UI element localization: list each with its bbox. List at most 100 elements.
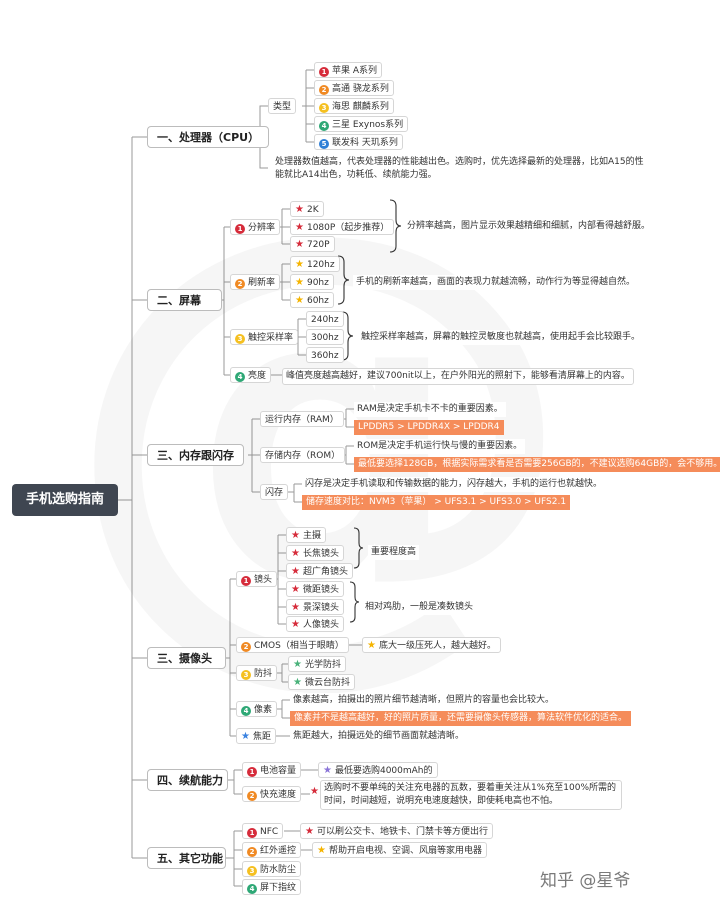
stab-optical[interactable]: ★光学防抖 [288,656,346,672]
touch-360hz[interactable]: 360hz [306,347,344,363]
star-icon: ★ [367,640,376,651]
cmos-note: ★底大一级压死人，越大越好。 [362,637,501,653]
category-camera[interactable]: 三、摄像头 [147,647,226,669]
refresh-120hz[interactable]: ★120hz [290,256,340,272]
number-1-icon: 1 [319,67,329,77]
ram-highlight: LPDDR5 > LPDDR4X > LPDDR4 [354,420,504,435]
number-2-icon: 2 [235,279,245,289]
touch-note: 触控采样率越高，屏幕的触控灵敏度也就越高，使用起手会比较跟手。 [358,330,644,345]
star-icon: ★ [323,765,332,776]
number-2-icon: 2 [319,85,329,95]
star-icon: ★ [295,204,304,215]
number-4-icon: 4 [241,706,251,716]
focal-note: 焦距越大，拍摄远处的细节画面就越清晰。 [290,729,468,744]
star-icon: ★ [295,259,304,270]
rom-highlight: 最低要选择128GB，根据实际需求看是否需要256GB的，不建议选购64GB的，… [354,457,720,472]
category-memory[interactable]: 三、内存跟闪存 [147,444,244,466]
star-icon: ★ [291,548,300,559]
number-2-icon: 2 [241,642,251,652]
star-icon: ★ [291,566,300,577]
touch-240hz[interactable]: 240hz [306,311,344,327]
refresh-note: 手机的刷新率越高，画面的表现力就越流畅，动作行为等显得越自然。 [353,275,639,290]
pixel-highlight: 像素并不是越高越好，好的照片质量，还需要摄像头传感器，算法软件优化的适合。 [290,711,632,726]
number-1-icon: 1 [235,224,245,234]
number-3-icon: 3 [319,103,329,113]
ram-note: RAM是决定手机卡不卡的重要因素。 [354,402,506,417]
charging-note: 选购时不要单纯的关注充电器的瓦数，要着重关注从1%充至100%所需的时间，时间越… [320,780,622,810]
number-2-icon: 2 [247,847,257,857]
lens-ultrawide[interactable]: ★超广角镜头 [286,563,353,579]
category-other[interactable]: 五、其它功能 [147,847,226,869]
number-3-icon: 3 [247,866,257,876]
memory-rom-node[interactable]: 存储内存（ROM） [260,447,346,463]
resolution-note: 分辨率越高，图片显示效果越精细和细腻，内部看得越舒服。 [404,219,654,234]
number-4-icon: 4 [235,372,245,382]
number-4-icon: 4 [247,884,257,894]
lens-main-note: 重要程度高 [368,545,420,560]
category-cpu[interactable]: 一、处理器（CPU） [147,126,270,148]
lens-macro[interactable]: ★微距镜头 [286,581,344,597]
cpu-note: 处理器数值越高，代表处理器的性能越出色。选购时，优先选择最新的处理器，比如A15… [272,155,650,183]
number-1-icon: 1 [247,767,257,777]
cpu-type-node[interactable]: 类型 [268,98,297,114]
ir-note: ★帮助开启电视、空调、风扇等家用电器 [312,842,487,858]
star-icon: ★ [291,584,300,595]
lens-aux-note: 相对鸡肋，一般是凑数镜头 [362,600,477,615]
stab-gimbal[interactable]: ★微云台防抖 [288,674,355,690]
star-icon: ★ [295,222,304,233]
resolution-720p[interactable]: ★720P [290,236,335,252]
number-2-icon: 2 [247,791,257,801]
star-icon: ★ [241,731,250,742]
root-node[interactable]: 手机选购指南 [12,484,118,516]
resolution-1080p[interactable]: ★1080P（起步推荐） [290,219,395,235]
star-icon: ★ [305,826,314,837]
refresh-60hz[interactable]: ★60hz [290,292,334,308]
star-icon: ★ [291,530,300,541]
number-3-icon: 3 [235,334,245,344]
star-icon: ★ [295,295,304,306]
star-icon: ★ [293,659,302,670]
category-screen[interactable]: 二、屏幕 [147,289,222,311]
resolution-2k[interactable]: ★2K [290,201,324,217]
number-1-icon: 1 [241,576,251,586]
touch-300hz[interactable]: 300hz [306,329,344,345]
lens-telephoto[interactable]: ★长焦镜头 [286,545,344,561]
pixel-note: 像素越高，拍摄出的照片细节越清晰，但照片的容量也会比较大。 [290,693,558,708]
refresh-90hz[interactable]: ★90hz [290,274,334,290]
star-icon: ★ [291,602,300,613]
lens-main[interactable]: ★主摄 [286,527,326,543]
star-icon: ★ [295,277,304,288]
flash-note: 闪存是决定手机读取和传输数据的能力，闪存越大，手机的运行也就越快。 [302,477,606,492]
number-3-icon: 3 [241,670,251,680]
star-icon: ★ [317,845,326,856]
lens-portrait[interactable]: ★人像镜头 [286,616,344,632]
star-icon: ★ [291,619,300,630]
rom-note: ROM是决定手机运行快与慢的重要因素。 [354,439,526,454]
category-battery[interactable]: 四、续航能力 [147,769,228,791]
lens-depth[interactable]: ★景深镜头 [286,599,344,615]
number-5-icon: 5 [319,139,329,149]
brightness-note: 峰值亮度越高越好，建议700nit以上，在户外阳光的照射下，能够看清屏幕上的内容… [282,368,634,385]
camera-focal-node[interactable]: ★焦距 [236,728,276,744]
memory-flash-node[interactable]: 闪存 [260,484,289,500]
memory-ram-node[interactable]: 运行内存（RAM） [260,411,344,427]
